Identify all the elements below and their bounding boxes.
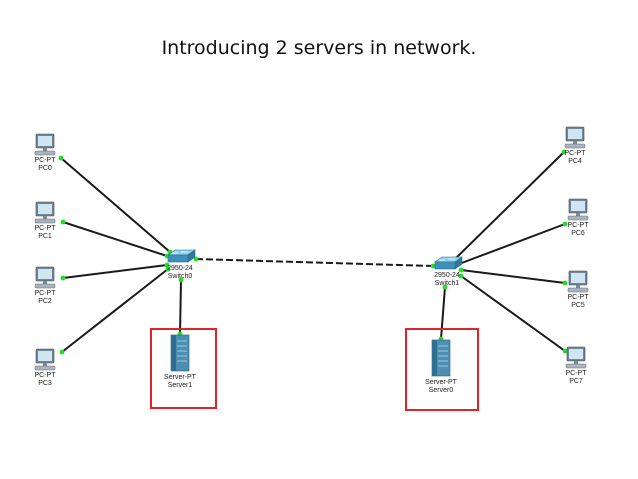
links-layer (60, 151, 566, 353)
pc-icon (34, 266, 56, 289)
port-dot (178, 277, 184, 283)
port-dot (60, 275, 66, 281)
pc-icon (567, 270, 589, 293)
node-type-label: PC-PT (568, 294, 590, 301)
link-pc1-switch0 (62, 221, 168, 257)
node-name-label: PC1 (38, 233, 52, 240)
link-switch0-switch1 (195, 258, 434, 267)
node-type-label: 2950-24 (434, 272, 460, 279)
port-dot (442, 284, 448, 290)
node-type-label: PC-PT (566, 370, 588, 377)
node-name-label: Server0 (429, 387, 454, 394)
node-name-label: PC2 (38, 298, 52, 305)
pc-icon (34, 348, 56, 371)
port-dot (430, 263, 436, 269)
pc-icon (34, 133, 56, 156)
pc-icon (34, 201, 56, 224)
node-name-label: Server1 (168, 382, 193, 389)
node-name-label: PC6 (571, 230, 585, 237)
port-dot (562, 348, 568, 354)
node-name-label: PC3 (38, 380, 52, 387)
highlight-box (150, 328, 217, 409)
link-pc4-switch1 (454, 151, 565, 260)
slide-title: Introducing 2 servers in network. (161, 37, 477, 59)
link-server1-switch0 (179, 279, 182, 335)
port-dot (562, 221, 568, 227)
node-name-label: PC7 (569, 378, 583, 385)
port-dot (458, 273, 464, 279)
server-icon (431, 339, 451, 377)
node-name-label: PC5 (571, 302, 585, 309)
node-type-label: PC-PT (565, 150, 587, 157)
link-pc6-switch1 (458, 223, 566, 265)
node-type-label: PC-PT (35, 290, 57, 297)
port-dot (165, 266, 171, 272)
port-dot (164, 262, 170, 268)
port-dot (561, 149, 567, 155)
node-type-label: Server-PT (164, 374, 197, 381)
node-name-label: PC0 (38, 165, 52, 172)
node-name-label: PC4 (568, 158, 582, 165)
node-type-label: PC-PT (35, 372, 57, 379)
node-name-label: Switch0 (168, 273, 193, 280)
link-pc3-switch0 (61, 268, 169, 353)
node-type-label: Server-PT (425, 379, 458, 386)
port-dot (193, 256, 199, 262)
port-dot (60, 219, 66, 225)
port-dot (458, 267, 464, 273)
pc-icon (564, 126, 586, 149)
node-type-label: PC-PT (35, 157, 57, 164)
nodes-layer: PC-PTPC0PC-PTPC1PC-PTPC2PC-PTPC3PC-PTPC4… (34, 126, 590, 411)
node-name-label: Switch1 (435, 280, 460, 287)
node-type-label: PC-PT (35, 225, 57, 232)
link-server0-switch1 (440, 286, 446, 340)
port-dot (58, 155, 64, 161)
pc-icon (567, 198, 589, 221)
link-pc5-switch1 (460, 269, 566, 284)
port-dot (59, 349, 65, 355)
switch-icon (434, 256, 463, 270)
link-pc7-switch1 (460, 275, 566, 352)
node-type-label: 2950-24 (167, 265, 193, 272)
highlight-box (405, 328, 479, 411)
pc-icon (565, 346, 587, 369)
node-type-label: PC-PT (568, 222, 590, 229)
link-pc2-switch0 (62, 264, 168, 279)
port-dot (562, 280, 568, 286)
switch-icon (167, 249, 196, 263)
link-pc0-switch0 (60, 157, 171, 253)
server-icon (170, 334, 190, 372)
